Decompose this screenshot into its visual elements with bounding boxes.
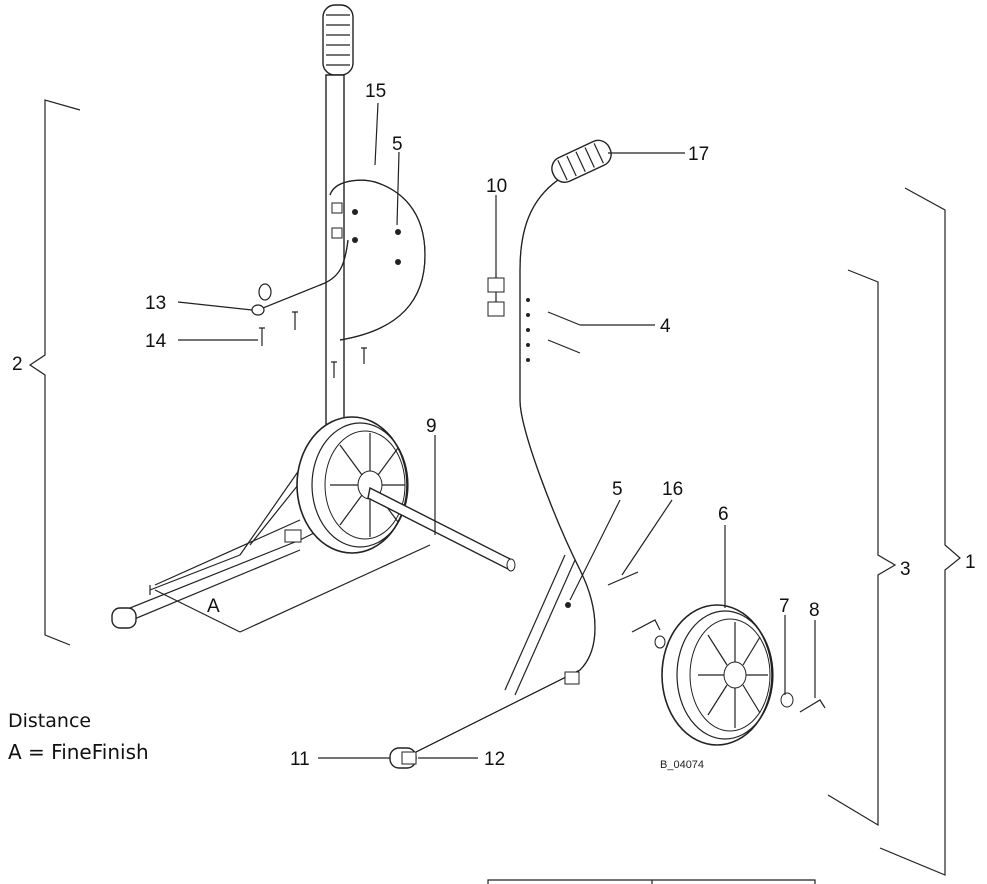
callout-15: 15 — [365, 81, 386, 102]
bolt-d — [331, 361, 337, 378]
right-wheel — [661, 604, 774, 746]
left-wheel — [296, 416, 409, 554]
callout-10: 10 — [486, 176, 507, 197]
callout-14: 14 — [145, 331, 167, 352]
left-vertical-post — [325, 74, 345, 431]
callout-5-left: 5 — [392, 134, 403, 155]
callout-16: 16 — [662, 479, 683, 500]
long-bolt-a — [547, 311, 581, 326]
callout-17: 17 — [688, 144, 709, 165]
table-edge — [487, 879, 816, 884]
bracket-assembly-2 — [28, 99, 81, 646]
callout-13: 13 — [145, 293, 166, 314]
right-frame-assembly — [389, 139, 826, 769]
bracket-assembly-1 — [879, 187, 961, 876]
washer-left — [654, 635, 666, 649]
right-handle-grip — [551, 139, 612, 183]
washer-right — [780, 692, 794, 708]
callout-1: 1 — [965, 552, 976, 573]
callout-11: 11 — [290, 749, 310, 770]
long-bolt-b — [547, 339, 581, 354]
callout-4: 4 — [660, 316, 671, 337]
right-brace — [504, 554, 576, 696]
dimension-A-label: A — [207, 596, 220, 617]
left-frame-assembly — [111, 4, 516, 633]
drawing-code: B_04074 — [660, 759, 704, 771]
dimension-A-line — [149, 544, 431, 633]
callout-2: 2 — [12, 354, 23, 375]
clamp-10 — [487, 277, 505, 317]
legend-title: Distance — [8, 710, 92, 732]
legend-value: A = FineFinish — [8, 740, 149, 764]
callout-7: 7 — [779, 596, 790, 617]
bolt-16 — [607, 571, 639, 586]
bolt-b — [292, 311, 298, 330]
bracket-assembly-3 — [827, 269, 897, 827]
bolt-c — [361, 347, 367, 364]
bolt-a — [259, 327, 265, 346]
callout-12: 12 — [484, 749, 505, 770]
callout-9: 9 — [426, 416, 437, 437]
leader-lines — [177, 102, 816, 759]
callout-6: 6 — [718, 504, 729, 525]
callout-3: 3 — [900, 559, 911, 580]
callout-5-right: 5 — [612, 479, 623, 500]
callout-8: 8 — [809, 600, 820, 621]
cotter-pin-right — [799, 699, 826, 713]
cotter-pin-left — [631, 619, 661, 633]
